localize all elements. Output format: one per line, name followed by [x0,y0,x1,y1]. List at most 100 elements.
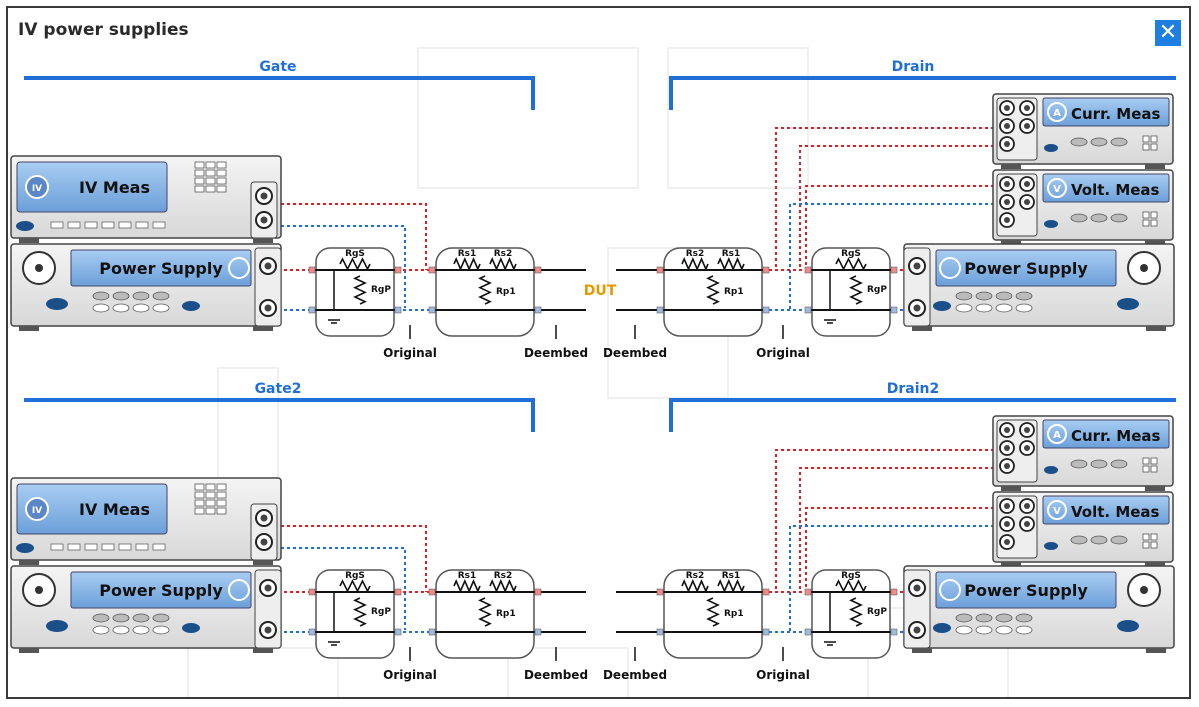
control-key[interactable] [1090,535,1108,545]
close-button[interactable]: ✕ [1155,20,1181,46]
control-key[interactable] [152,291,170,301]
port-pad[interactable] [656,266,664,274]
port-pad[interactable] [804,306,812,314]
control-key[interactable] [975,613,993,623]
keypad-key[interactable] [205,161,216,169]
port-pad[interactable] [890,588,898,596]
control-key[interactable] [92,303,110,313]
keypad-key[interactable] [216,185,227,193]
keypad-key[interactable] [1142,135,1150,143]
control-key[interactable] [1090,213,1108,223]
keypad-key[interactable] [1150,211,1158,219]
keypad-key[interactable] [205,483,216,491]
control-key[interactable] [152,303,170,313]
keypad-key[interactable] [194,169,205,177]
power-button[interactable] [46,620,68,632]
keypad-key[interactable] [1150,219,1158,227]
soft-key[interactable] [118,543,132,551]
port-pad[interactable] [308,266,316,274]
power-supply-instrument[interactable]: Power Supply [903,243,1175,331]
keypad-key[interactable] [194,161,205,169]
control-key[interactable] [1070,459,1088,469]
keypad-key[interactable] [216,161,227,169]
keypad-key[interactable] [194,185,205,193]
control-key[interactable] [152,613,170,623]
control-key[interactable] [1070,213,1088,223]
power-button[interactable] [1044,220,1058,228]
keypad-key[interactable] [1142,541,1150,549]
soft-key[interactable] [152,221,166,229]
soft-key[interactable] [50,221,64,229]
power-supply-instrument[interactable]: Power Supply [10,565,282,653]
control-key[interactable] [112,291,130,301]
soft-key[interactable] [101,221,115,229]
port-pad[interactable] [394,628,402,636]
control-key[interactable] [975,303,993,313]
port-pad[interactable] [394,588,402,596]
soft-key[interactable] [67,221,81,229]
soft-key[interactable] [50,543,64,551]
control-key[interactable] [1015,291,1033,301]
control-key[interactable] [1110,535,1128,545]
port-pad[interactable] [890,266,898,274]
control-key[interactable] [955,303,973,313]
control-key[interactable] [995,303,1013,313]
soft-key[interactable] [101,543,115,551]
power-button[interactable] [1044,466,1058,474]
output-button[interactable] [933,623,951,633]
keypad-key[interactable] [216,491,227,499]
control-key[interactable] [132,303,150,313]
port-pad[interactable] [308,628,316,636]
keypad-key[interactable] [194,491,205,499]
port-pad[interactable] [804,628,812,636]
keypad-key[interactable] [1142,457,1150,465]
power-button[interactable] [1117,620,1139,632]
keypad-key[interactable] [194,177,205,185]
port-pad[interactable] [308,306,316,314]
port-pad[interactable] [394,266,402,274]
port-pad[interactable] [534,628,542,636]
port-pad[interactable] [534,306,542,314]
soft-key[interactable] [84,221,98,229]
output-button[interactable] [182,623,200,633]
control-key[interactable] [1015,625,1033,635]
control-key[interactable] [955,625,973,635]
keypad-key[interactable] [194,499,205,507]
port-pad[interactable] [428,628,436,636]
control-key[interactable] [112,613,130,623]
soft-key[interactable] [135,221,149,229]
keypad-key[interactable] [216,483,227,491]
control-key[interactable] [92,291,110,301]
control-key[interactable] [995,625,1013,635]
keypad-key[interactable] [216,177,227,185]
control-key[interactable] [995,613,1013,623]
keypad-key[interactable] [205,185,216,193]
port-pad[interactable] [762,628,770,636]
control-key[interactable] [152,625,170,635]
port-pad[interactable] [534,266,542,274]
control-key[interactable] [1070,137,1088,147]
port-pad[interactable] [656,306,664,314]
control-key[interactable] [1015,303,1033,313]
port-pad[interactable] [762,306,770,314]
keypad-key[interactable] [1150,533,1158,541]
control-key[interactable] [1110,137,1128,147]
power-supply-instrument[interactable]: Power Supply [903,565,1175,653]
control-key[interactable] [1015,613,1033,623]
power-button[interactable] [1117,298,1139,310]
keypad-key[interactable] [1150,457,1158,465]
network-box[interactable] [435,247,535,337]
control-key[interactable] [112,625,130,635]
soft-key[interactable] [135,543,149,551]
